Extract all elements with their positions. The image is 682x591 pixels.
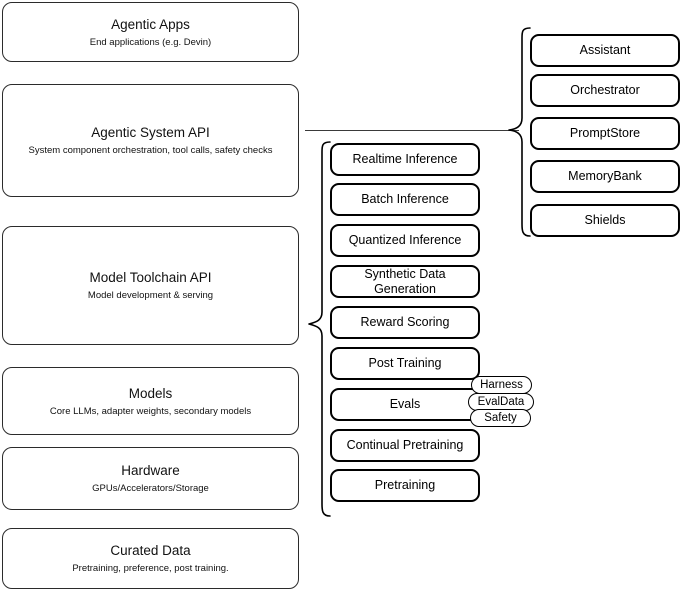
layer-subtitle: Pretraining, preference, post training. bbox=[72, 563, 229, 574]
agentic-item-orchestrator[interactable]: Orchestrator bbox=[530, 74, 680, 107]
agentic-item-shields[interactable]: Shields bbox=[530, 204, 680, 237]
toolchain-item-label: Reward Scoring bbox=[360, 315, 450, 329]
brace-toolchain bbox=[308, 141, 331, 517]
toolchain-item-post-training[interactable]: Post Training bbox=[330, 347, 480, 380]
toolchain-item-reward-scoring[interactable]: Reward Scoring bbox=[330, 306, 480, 339]
layer-title: Models bbox=[128, 385, 173, 401]
eval-tag-label: EvalData bbox=[477, 395, 525, 408]
connector-agentic-system-to-components bbox=[305, 130, 519, 131]
agentic-item-label: Shields bbox=[584, 213, 626, 227]
layer-title: Hardware bbox=[121, 463, 180, 478]
layer-box-hardware[interactable]: Hardware GPUs/Accelerators/Storage bbox=[2, 447, 299, 510]
layer-subtitle: System component orchestration, tool cal… bbox=[28, 145, 273, 156]
layer-title: Agentic Apps bbox=[111, 16, 190, 32]
toolchain-item-evals[interactable]: Evals bbox=[330, 388, 480, 421]
layer-subtitle: End applications (e.g. Devin) bbox=[89, 36, 212, 48]
toolchain-item-batch-inference[interactable]: Batch Inference bbox=[330, 183, 480, 216]
agentic-item-label: Assistant bbox=[579, 43, 631, 57]
layer-box-model-toolchain-api[interactable]: Model Toolchain API Model development & … bbox=[2, 226, 299, 345]
agentic-item-label: PromptStore bbox=[569, 126, 641, 140]
toolchain-item-continual-pretraining[interactable]: Continual Pretraining bbox=[330, 429, 480, 462]
toolchain-item-label: Quantized Inference bbox=[348, 233, 462, 247]
brace-agentic-components bbox=[508, 27, 531, 237]
toolchain-item-pretraining[interactable]: Pretraining bbox=[330, 469, 480, 502]
agentic-item-promptstore[interactable]: PromptStore bbox=[530, 117, 680, 150]
layer-title: Model Toolchain API bbox=[89, 270, 212, 285]
layer-subtitle: GPUs/Accelerators/Storage bbox=[92, 483, 209, 494]
eval-tag-label: Safety bbox=[484, 411, 517, 424]
eval-tag-harness[interactable]: Harness bbox=[471, 376, 532, 394]
layer-box-agentic-system-api[interactable]: Agentic System API System component orch… bbox=[2, 84, 299, 197]
toolchain-item-label: Pretraining bbox=[374, 478, 436, 492]
layer-box-curated-data[interactable]: Curated Data Pretraining, preference, po… bbox=[2, 528, 299, 589]
toolchain-item-label: Evals bbox=[389, 397, 421, 411]
agentic-item-label: MemoryBank bbox=[568, 169, 642, 183]
layer-title: Curated Data bbox=[110, 543, 191, 558]
eval-tag-label: Harness bbox=[480, 378, 523, 391]
toolchain-item-label: Realtime Inference bbox=[352, 152, 458, 166]
toolchain-item-label: Synthetic Data Generation bbox=[364, 266, 446, 296]
layer-title: Agentic System API bbox=[91, 125, 210, 140]
toolchain-item-label: Batch Inference bbox=[361, 192, 449, 206]
toolchain-item-label: Post Training bbox=[368, 356, 442, 370]
toolchain-item-label: Continual Pretraining bbox=[346, 438, 464, 452]
agentic-item-label: Orchestrator bbox=[570, 83, 640, 97]
agentic-item-assistant[interactable]: Assistant bbox=[530, 34, 680, 67]
layer-box-agentic-apps[interactable]: Agentic Apps End applications (e.g. Devi… bbox=[2, 2, 299, 62]
toolchain-item-realtime-inference[interactable]: Realtime Inference bbox=[330, 143, 480, 176]
layer-subtitle: Model development & serving bbox=[87, 290, 214, 301]
agentic-item-memorybank[interactable]: MemoryBank bbox=[530, 160, 680, 193]
toolchain-item-synthetic-data-generation[interactable]: Synthetic Data Generation bbox=[330, 265, 480, 298]
layer-box-models[interactable]: Models Core LLMs, adapter weights, secon… bbox=[2, 367, 299, 435]
eval-tag-safety[interactable]: Safety bbox=[470, 409, 531, 427]
toolchain-item-quantized-inference[interactable]: Quantized Inference bbox=[330, 224, 480, 257]
layer-subtitle: Core LLMs, adapter weights, secondary mo… bbox=[49, 405, 252, 417]
